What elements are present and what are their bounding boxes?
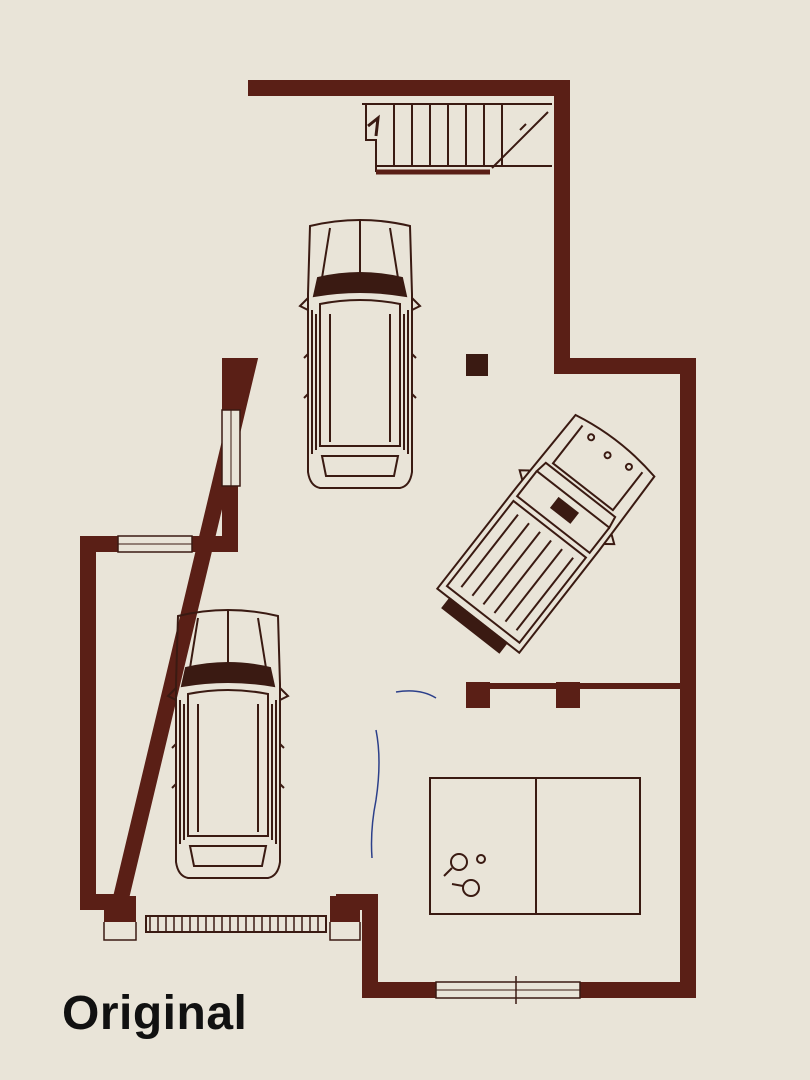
garage-door — [103, 896, 361, 941]
structural-column — [466, 354, 488, 376]
caption-label: Original — [62, 987, 248, 1040]
pickup-truck — [422, 403, 667, 669]
interior-wall — [466, 682, 688, 708]
station-wagon — [299, 219, 421, 489]
exterior-walls — [80, 80, 696, 998]
window — [117, 535, 193, 553]
staircase — [362, 103, 552, 175]
pen-marks — [370, 690, 437, 859]
ping-pong-table — [429, 777, 641, 915]
window — [435, 976, 581, 1004]
window — [221, 409, 241, 487]
